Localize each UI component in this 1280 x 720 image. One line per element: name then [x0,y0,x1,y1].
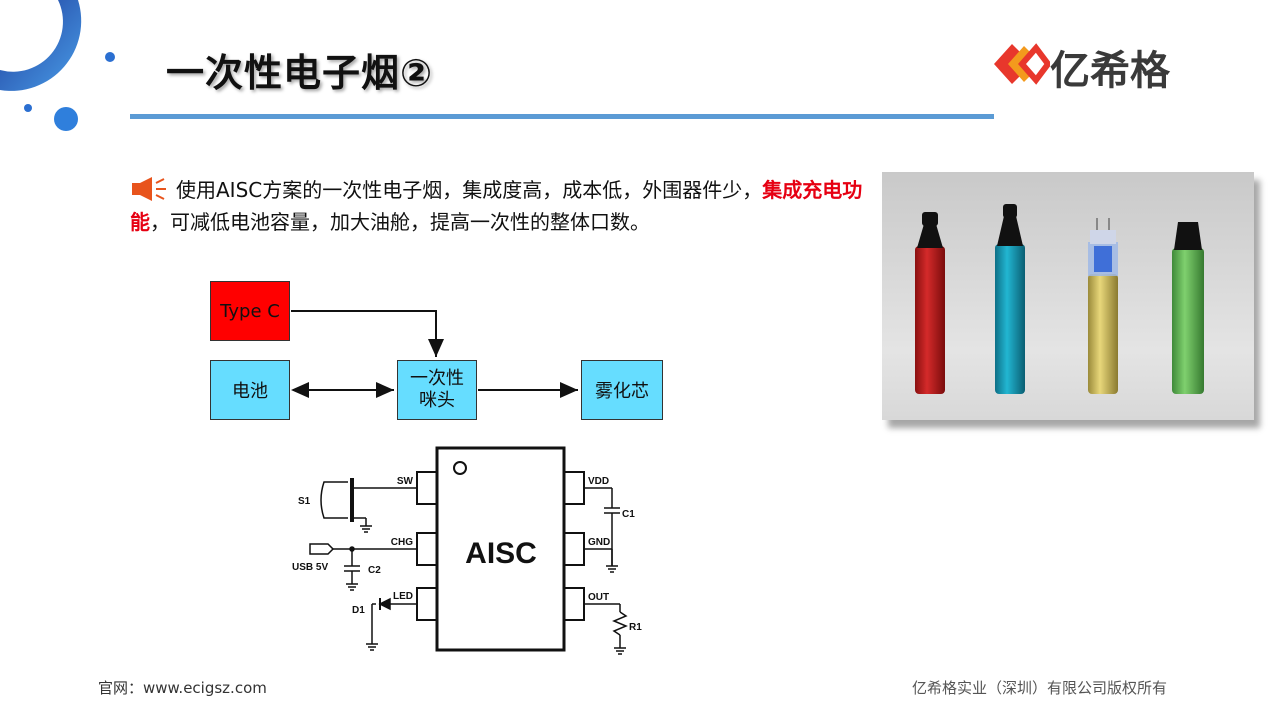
typec-to-head-arrow [291,310,444,357]
pin-led [416,587,438,621]
description-text: 使用AISC方案的一次性电子烟，集成度高，成本低，外围器件少，集成充电功能，可减… [130,174,890,238]
device-gold [1088,218,1118,394]
pin-gnd [563,532,585,566]
typec-block: Type C [210,281,290,341]
device-green [1172,222,1204,394]
pin-led-label: LED [393,591,413,602]
s1-label: S1 [298,496,311,507]
battery-block: 电池 [210,360,290,420]
device-teal [995,204,1025,394]
sensor-head-block: 一次性 咪头 [397,360,477,420]
pin-gnd-label: GND [588,537,610,548]
pin-chg-label: CHG [391,537,413,548]
pin-out-label: OUT [588,592,609,603]
description-part2: ，可减低电池容量，加大油舱，提高一次性的整体口数。 [150,210,650,234]
corner-decoration [0,0,115,131]
product-photo [882,172,1254,420]
company-logo: 亿希格 [990,36,1220,94]
c2-label: C2 [368,565,381,576]
page-title: 一次性电子烟② [166,51,434,95]
description-part1: 使用AISC方案的一次性电子烟，集成度高，成本低，外围器件少， [176,178,763,202]
pin-sw-label: SW [397,476,414,487]
pin-chg [416,532,438,566]
c1-label: C1 [622,509,635,520]
pin-sw [416,471,438,505]
r1-label: R1 [629,622,642,633]
device-red [915,212,945,394]
sensor-head-line1: 一次性 [410,368,464,389]
atomizer-block: 雾化芯 [581,360,663,420]
title-divider [130,114,994,119]
pin-out [563,587,585,621]
logo-text: 亿希格 [1050,48,1170,94]
pin-vdd [563,471,585,505]
chip-pin1-dot [453,461,467,475]
logo-mark-icon [994,43,1052,85]
sensor-head-line2: 咪头 [419,390,455,411]
chip-label: AISC [465,537,537,570]
block-diagram-connectors [291,310,578,398]
description-highlight: 集成充电功能 [130,178,863,234]
pin-vdd-label: VDD [588,476,609,487]
usb-label: USB 5V [292,562,328,573]
d1-label: D1 [352,605,365,616]
footer-website[interactable]: 官网：www.ecigsz.com [98,679,267,697]
circuit-schematic: AISC SW CHG LED VDD GND OUT S1 USB 5V C2… [292,446,642,655]
footer-copyright: 亿希格实业（深圳）有限公司版权所有 [912,679,1168,697]
speaker-icon [132,177,166,201]
